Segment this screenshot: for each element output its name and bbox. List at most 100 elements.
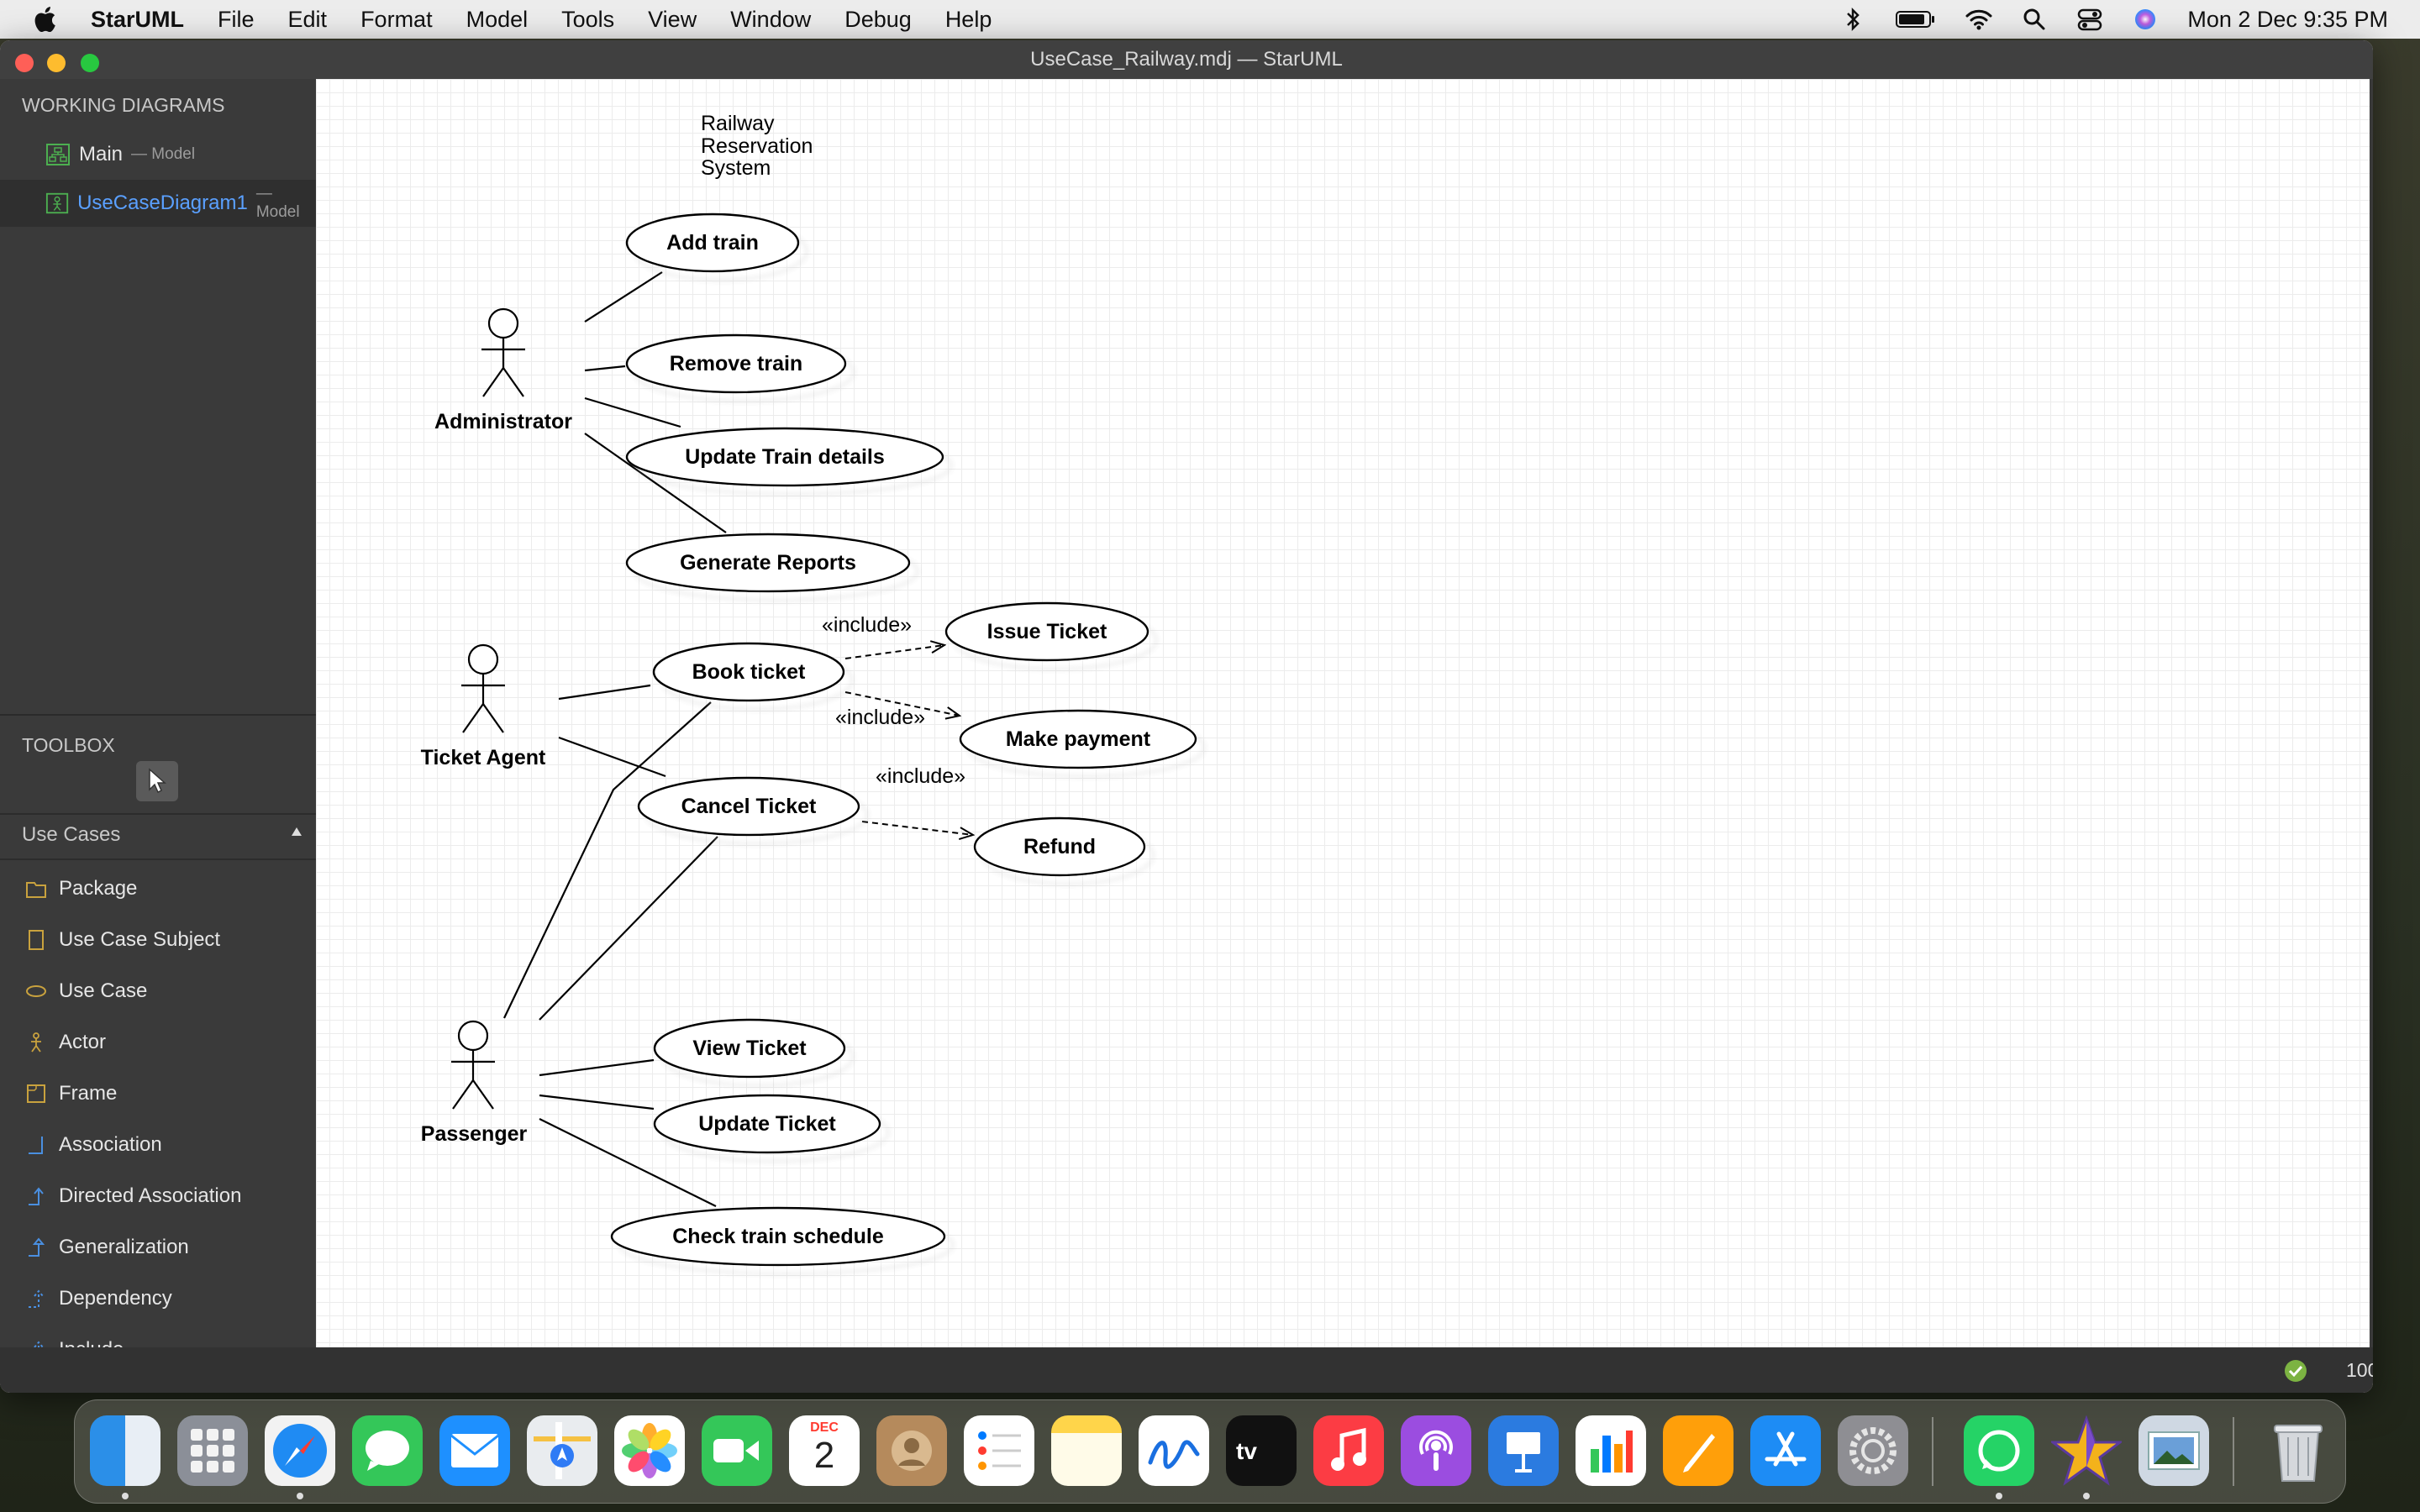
association-agent-book-ticket[interactable]: [558, 684, 651, 701]
include-cancel-refund[interactable]: [861, 821, 973, 835]
menu-view[interactable]: View: [648, 6, 697, 32]
association-admin-update-details[interactable]: [584, 396, 681, 428]
maps-icon[interactable]: [527, 1415, 597, 1486]
use-case-update-ticket[interactable]: Update Ticket: [653, 1094, 881, 1154]
menu-model[interactable]: Model: [466, 6, 529, 32]
use-case-remove-train[interactable]: Remove train: [625, 333, 847, 394]
running-indicator: [297, 1493, 303, 1499]
facetime-icon[interactable]: [702, 1415, 772, 1486]
finder-icon[interactable]: [90, 1415, 160, 1486]
menu-tools[interactable]: Tools: [561, 6, 615, 32]
use-case-check-train-schedule[interactable]: Check train schedule: [610, 1206, 946, 1267]
keynote-icon[interactable]: [1488, 1415, 1559, 1486]
music-icon[interactable]: [1313, 1415, 1384, 1486]
staruml-icon[interactable]: [2051, 1415, 2122, 1486]
use-case-make-payment[interactable]: Make payment: [959, 709, 1197, 769]
system-title-line-1[interactable]: Railway: [701, 112, 775, 135]
association-passenger-check-schedule[interactable]: [539, 1118, 717, 1207]
diagram-canvas[interactable]: Railway Reservation System: [316, 79, 2370, 1347]
battery-icon[interactable]: [1895, 7, 1937, 32]
association-admin-add-train[interactable]: [584, 271, 663, 323]
menubar-datetime[interactable]: Mon 2 Dec 9:35 PM: [2187, 6, 2388, 32]
contacts-icon[interactable]: [876, 1415, 947, 1486]
close-window-button[interactable]: [15, 54, 34, 72]
menu-debug[interactable]: Debug: [844, 6, 912, 32]
use-case-generate-reports[interactable]: Generate Reports: [625, 533, 911, 593]
whatsapp-icon[interactable]: [1964, 1415, 2034, 1486]
bluetooth-icon[interactable]: [1839, 7, 1866, 32]
calendar-icon[interactable]: DEC 2: [789, 1415, 860, 1486]
use-case-cancel-ticket[interactable]: Cancel Ticket: [637, 776, 860, 837]
tool-use-case-subject[interactable]: Use Case Subject: [0, 915, 316, 965]
association-passenger-update-ticket[interactable]: [539, 1094, 655, 1110]
use-case-label: Refund: [1023, 835, 1096, 858]
search-icon[interactable]: [2021, 7, 2048, 32]
app-store-icon[interactable]: [1750, 1415, 1821, 1486]
validation-ok-icon[interactable]: [2284, 1359, 2307, 1383]
tool-dependency[interactable]: Dependency: [0, 1273, 316, 1324]
tool-label: Directed Association: [59, 1184, 242, 1207]
use-case-refund[interactable]: Refund: [973, 816, 1146, 877]
wifi-icon[interactable]: [1965, 7, 1992, 32]
use-case-add-train[interactable]: Add train: [625, 213, 800, 273]
pages-icon[interactable]: [1663, 1415, 1733, 1486]
association-admin-remove-train[interactable]: [584, 365, 626, 372]
actor-ticket-agent[interactable]: Ticket Agent: [421, 643, 546, 769]
association-passenger-view-ticket[interactable]: [539, 1058, 655, 1077]
siri-icon[interactable]: [2132, 7, 2159, 32]
use-case-update-train-details[interactable]: Update Train details: [625, 427, 944, 487]
menu-help[interactable]: Help: [944, 6, 992, 32]
diagram-item-usecasediagram1[interactable]: UseCaseDiagram1 — Model: [0, 180, 316, 227]
reminders-icon[interactable]: [964, 1415, 1034, 1486]
photos-icon[interactable]: [614, 1415, 685, 1486]
system-title-line-2[interactable]: Reservation: [701, 134, 813, 158]
association-passenger-cancel-ticket[interactable]: [539, 836, 718, 1021]
include-label-refund[interactable]: «include»: [876, 764, 965, 788]
include-label-payment[interactable]: «include»: [835, 706, 925, 729]
preview-icon[interactable]: [2139, 1415, 2209, 1486]
zoom-window-button[interactable]: [81, 54, 99, 72]
menu-edit[interactable]: Edit: [287, 6, 328, 32]
numbers-icon[interactable]: [1576, 1415, 1646, 1486]
launchpad-icon[interactable]: [177, 1415, 248, 1486]
association-passenger-book-ticket[interactable]: [503, 701, 712, 1019]
system-settings-icon[interactable]: [1838, 1415, 1908, 1486]
tool-use-case[interactable]: Use Case: [0, 966, 316, 1016]
menu-format[interactable]: Format: [360, 6, 433, 32]
menu-window[interactable]: Window: [730, 6, 812, 32]
collapse-triangle-icon[interactable]: [291, 827, 302, 837]
association-admin-generate-reports[interactable]: [584, 433, 727, 533]
zoom-level[interactable]: 100%: [2346, 1359, 2373, 1381]
association-agent-cancel-ticket[interactable]: [558, 736, 666, 778]
use-case-issue-ticket[interactable]: Issue Ticket: [944, 601, 1150, 662]
tool-association[interactable]: Association: [0, 1120, 316, 1170]
safari-icon[interactable]: [265, 1415, 335, 1486]
notes-icon[interactable]: [1051, 1415, 1122, 1486]
tool-directed-association[interactable]: Directed Association: [0, 1171, 316, 1221]
minimize-window-button[interactable]: [47, 54, 66, 72]
tool-package[interactable]: Package: [0, 864, 316, 914]
messages-icon[interactable]: [352, 1415, 423, 1486]
actor-administrator[interactable]: Administrator: [434, 307, 572, 433]
control-center-icon[interactable]: [2076, 7, 2103, 32]
include-book-issue[interactable]: [844, 645, 944, 659]
freeform-icon[interactable]: [1139, 1415, 1209, 1486]
diagram-item-main[interactable]: Main — Model: [0, 131, 316, 178]
apple-tv-icon[interactable]: tv: [1226, 1415, 1297, 1486]
mail-icon[interactable]: [439, 1415, 510, 1486]
system-title-line-3[interactable]: System: [701, 156, 771, 180]
actor-passenger[interactable]: Passenger: [421, 1020, 528, 1146]
podcasts-icon[interactable]: [1401, 1415, 1471, 1486]
apple-icon[interactable]: [32, 6, 57, 33]
toolbox-category[interactable]: Use Cases: [22, 823, 121, 846]
trash-icon[interactable]: [2263, 1415, 2333, 1486]
tool-actor[interactable]: Actor: [0, 1017, 316, 1068]
menu-file[interactable]: File: [218, 6, 255, 32]
use-case-view-ticket[interactable]: View Ticket: [653, 1018, 846, 1079]
tool-generalization[interactable]: Generalization: [0, 1222, 316, 1273]
use-case-book-ticket[interactable]: Book ticket: [652, 642, 845, 702]
include-label-issue[interactable]: «include»: [822, 613, 912, 637]
tool-frame[interactable]: Frame: [0, 1068, 316, 1119]
menu-app-name[interactable]: StarUML: [91, 6, 185, 32]
pointer-tool-button[interactable]: [136, 761, 178, 801]
